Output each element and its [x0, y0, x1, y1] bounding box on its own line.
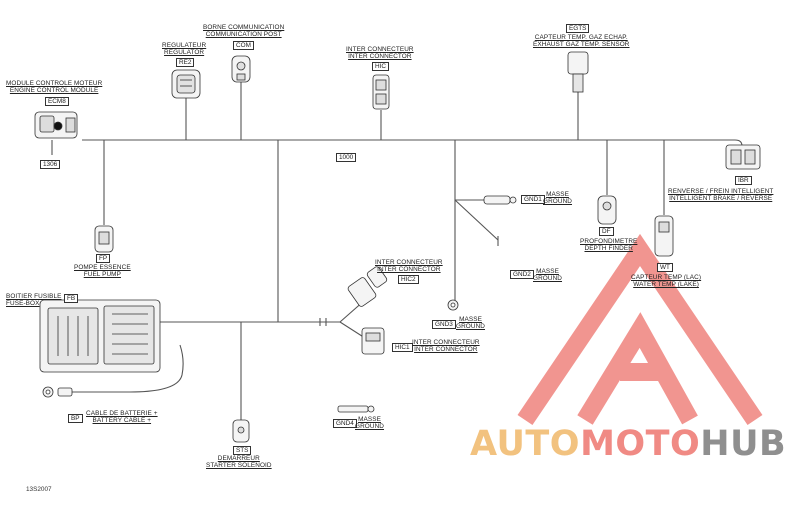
- water-temp-label: CAPTEUR TEMP (LAC) WATER TEMP (LAKE): [631, 274, 702, 288]
- ibr-connector-icon: [725, 144, 761, 170]
- gnd4-terminal-icon: [337, 405, 375, 413]
- com-post-connector-icon: [231, 55, 251, 83]
- splice-1000-code: 1000: [336, 153, 357, 162]
- water-temp-sensor-icon: [654, 215, 674, 257]
- hic-connector-icon: [372, 74, 390, 110]
- fuse-box-label: BOITIER FUSIBLE FUSE-BOX: [6, 293, 62, 307]
- hic1-branch-wire: [339, 321, 366, 339]
- fuel-pump-code: FP: [96, 254, 111, 263]
- battery-cable-wire: [110, 344, 184, 393]
- depth-finder-label: PROFONDIMETRE DEPTH FINDER: [580, 238, 638, 252]
- depth-finder-connector-icon: [597, 195, 617, 225]
- fuse-box-icon: [39, 299, 161, 373]
- battery-cable-code: BP: [68, 414, 83, 423]
- hic1-code: HIC1: [392, 343, 413, 352]
- hic2-label: INTER CONNECTEUR INTER CONNECTOR: [375, 259, 443, 273]
- egts-label: CAPTEUR TEMP. GAZ ECHAP. EXHAUST GAZ TEM…: [533, 34, 630, 48]
- ibr-label: RENVERSE / FREIN INTELLIGENT INTELLIGENT…: [668, 188, 774, 202]
- starter-label: DEMARREUR STARTER SOLENOID: [206, 455, 272, 469]
- regulator-label: REGULATEUR REGULATOR: [162, 42, 207, 56]
- fuse-box-code: FB: [64, 294, 79, 303]
- splice-1306-code: 1306: [40, 160, 61, 169]
- gnd2-label: MASSE GROUND: [533, 268, 563, 282]
- watermark-auto: AUTO: [470, 424, 581, 464]
- watermark-moto: MOTO: [580, 424, 701, 464]
- hic1-connector-icon: [361, 327, 385, 355]
- hic2-connector-icon: [347, 266, 388, 307]
- regulator-code: RE2: [176, 58, 195, 67]
- gnd1-code: GND1: [521, 195, 545, 204]
- egts-code: EGTS: [566, 24, 590, 33]
- regulator-connector-icon: [171, 69, 201, 99]
- gnd1-label: MASSE GROUND: [543, 191, 573, 205]
- starter-code: STS: [233, 446, 252, 455]
- watermark-hub: HUB: [700, 424, 787, 464]
- com-post-code: COM: [233, 41, 254, 50]
- gnd3-terminal-icon: [447, 299, 459, 311]
- gnd3-code: GND3: [432, 320, 456, 329]
- document-number: 13S2007: [26, 486, 52, 493]
- gnd2-wire: [454, 199, 499, 241]
- ecm-code: ECM8: [45, 97, 69, 106]
- water-temp-code: WT: [657, 263, 673, 272]
- fuel-pump-label: POMPE ESSENCE FUEL PUMP: [74, 264, 131, 278]
- gnd4-code: GND4: [333, 419, 357, 428]
- watermark-text: AUTOMOTOHUB: [470, 424, 786, 464]
- fuel-pump-connector-icon: [94, 225, 114, 253]
- depth-finder-code: DF: [599, 227, 614, 236]
- gnd1-terminal-icon: [483, 195, 517, 205]
- hic2-code: HIC2: [398, 275, 419, 284]
- battery-terminal-icon: [42, 386, 73, 398]
- battery-cable-label: CABLE DE BATTERIE + BATTERY CABLE +: [86, 410, 158, 424]
- hic1-label: INTER CONNECTEUR INTER CONNECTOR: [412, 339, 480, 353]
- gnd3-label: MASSE GROUND: [456, 316, 486, 330]
- starter-connector-icon: [232, 419, 250, 443]
- gnd4-label: MASSE GROUND: [355, 416, 385, 430]
- ecm-connector-icon: [34, 111, 78, 139]
- hic-code: HIC: [372, 62, 390, 71]
- com-post-label: BORNE COMMUNICATION COMMUNICATION POST: [203, 24, 285, 38]
- ecm-label: MODULE CONTROLE MOTEUR ENGINE CONTROL MO…: [6, 80, 103, 94]
- gnd2-code: GND2: [510, 270, 534, 279]
- hic-label: INTER CONNECTEUR INTER CONNECTOR: [346, 46, 414, 60]
- ibr-code: IBR: [735, 176, 752, 185]
- egts-sensor-icon: [567, 51, 589, 93]
